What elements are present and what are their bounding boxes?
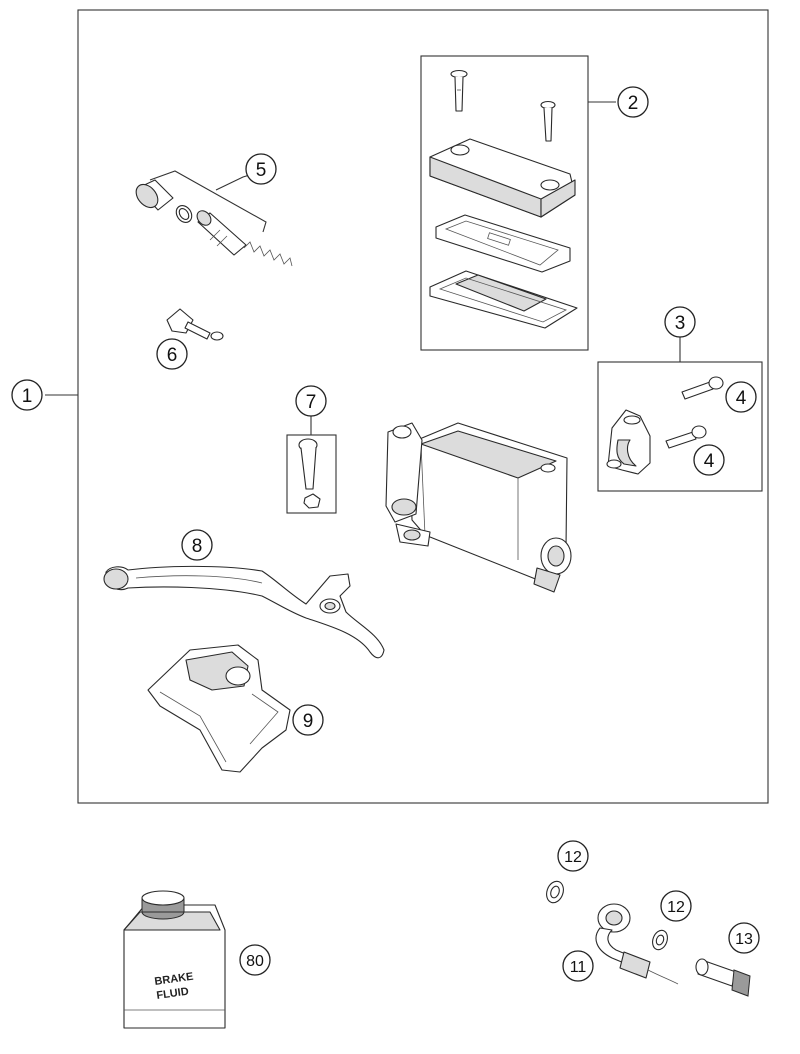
svg-text:2: 2 <box>628 93 639 114</box>
svg-text:4: 4 <box>736 388 747 409</box>
callout-7: 7 <box>295 385 327 417</box>
banjo-fitting <box>595 903 679 985</box>
adjuster-screw <box>166 308 224 341</box>
reservoir-screw-1 <box>450 69 468 112</box>
callout-2: 2 <box>617 86 649 118</box>
reservoir-cover <box>429 138 576 218</box>
callout-1: 1 <box>11 379 43 411</box>
cover-kit-frame <box>420 55 589 351</box>
svg-text:5: 5 <box>256 160 267 181</box>
callout-4-lower: 4 <box>693 444 725 476</box>
master-cylinder-body <box>385 422 572 593</box>
reservoir-screw-2 <box>540 100 556 142</box>
svg-text:13: 13 <box>735 931 753 948</box>
callout-11: 11 <box>562 950 594 982</box>
callout-12-upper: 12 <box>557 840 589 872</box>
banjo-bolt <box>695 958 751 997</box>
svg-text:12: 12 <box>667 899 685 916</box>
svg-text:6: 6 <box>167 345 178 366</box>
piston <box>196 210 247 256</box>
callout-12-lower: 12 <box>660 890 692 922</box>
clamp-bolt-lower <box>665 425 707 449</box>
svg-text:80: 80 <box>246 953 264 970</box>
callout-5: 5 <box>245 153 277 185</box>
callout-3: 3 <box>664 306 696 338</box>
copper-washer-upper <box>546 880 564 904</box>
pivot-pin <box>298 438 321 509</box>
bottle-label-line2: FLUID <box>156 986 190 1002</box>
callout-80: 80 <box>239 944 271 976</box>
reservoir-diaphragm <box>429 270 578 329</box>
brake-lever <box>103 565 385 659</box>
callout-9: 9 <box>292 704 324 736</box>
assembly-frame <box>77 9 769 804</box>
callout-6: 6 <box>156 338 188 370</box>
handlebar-clamp <box>606 409 651 475</box>
dust-boot <box>135 179 174 211</box>
circlip <box>175 205 193 223</box>
brake-fluid-bottle <box>123 890 226 1029</box>
callout-13: 13 <box>728 922 760 954</box>
svg-text:9: 9 <box>303 711 314 732</box>
svg-text:12: 12 <box>564 849 582 866</box>
clamp-bolt-upper <box>681 376 724 400</box>
svg-text:1: 1 <box>22 386 33 407</box>
piston-kit-outline <box>149 170 267 233</box>
svg-text:3: 3 <box>675 313 686 334</box>
piston-spring <box>243 241 293 267</box>
callout-4-upper: 4 <box>725 381 757 413</box>
copper-washer-lower <box>652 929 668 951</box>
svg-text:7: 7 <box>306 392 317 413</box>
lever-guard <box>147 644 291 773</box>
svg-text:8: 8 <box>192 536 203 557</box>
bottle-label-line1: BRAKE <box>154 971 194 988</box>
svg-text:4: 4 <box>704 451 715 472</box>
reservoir-gasket <box>435 214 571 273</box>
callout-8: 8 <box>181 529 213 561</box>
svg-text:11: 11 <box>570 959 587 976</box>
